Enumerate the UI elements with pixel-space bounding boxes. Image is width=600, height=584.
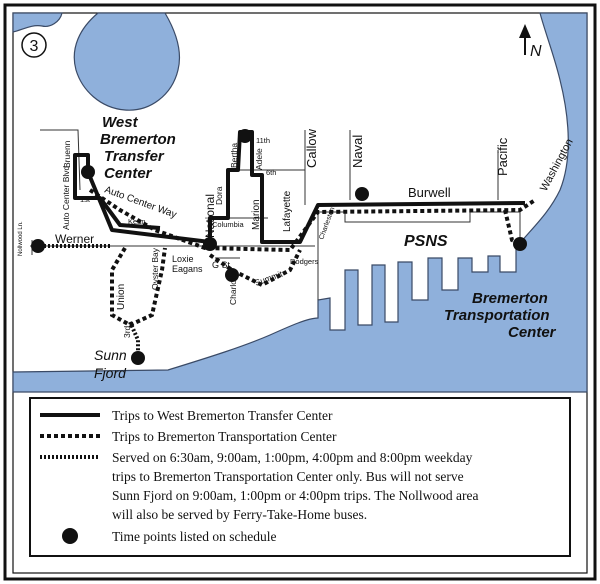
north-arrow-icon — [519, 24, 531, 55]
bruenn-street — [40, 129, 81, 191]
psns-label: PSNS — [404, 233, 448, 250]
bremerton-center-label: Bremerton Transportation Center — [444, 290, 557, 341]
north-label: N — [530, 43, 542, 60]
street-sixth: 6th — [266, 168, 276, 177]
street-bertha: Bertha — [229, 143, 239, 168]
legend-dotted-line2: trips to Bremerton Transportation Center… — [112, 469, 464, 484]
legend-dotted-line3: Sunn Fjord on 9:00am, 1:00pm or 4:00pm t… — [112, 488, 478, 503]
time-points — [31, 129, 527, 365]
bremerton-center-line3: Center — [508, 324, 557, 341]
street-nollwood: Nollwood Ln. — [18, 221, 24, 256]
route-number: 3 — [30, 38, 39, 55]
northwest-corner-water — [12, 12, 63, 33]
legend-dot-swatch — [62, 528, 78, 544]
street-bruenn: Bruenn — [62, 140, 72, 168]
street-naval: Naval — [350, 135, 365, 168]
west-center-line2: Bremerton — [100, 131, 176, 148]
street-first: 1st — [80, 195, 91, 204]
legend-box — [29, 397, 571, 557]
sinclair-inlet — [12, 12, 588, 393]
street-loxie: Loxie — [172, 254, 194, 264]
street-oyster-bay: Oyster Bay — [150, 247, 160, 290]
legend-dotted-line4: will also be served by Ferry-Take-Home b… — [112, 507, 367, 522]
west-center-line3: Transfer — [104, 148, 165, 165]
street-labels: Burwell Werner — [55, 185, 451, 246]
sunn-fjord-line1: Sunn — [94, 347, 127, 363]
street-auto-center-blvd: Auto Center Blvd — [61, 165, 71, 230]
street-columbia: Columbia — [212, 220, 245, 229]
solid-route-main — [208, 130, 526, 244]
timepoint-sunn-fjord — [131, 351, 145, 365]
street-werner: Werner — [55, 232, 94, 246]
street-third: 3rd — [122, 325, 132, 338]
street-dora: Dora — [214, 186, 224, 205]
street-callow: Callow — [304, 128, 319, 168]
timepoint-national — [203, 237, 217, 251]
dashed-route-summit — [208, 249, 302, 288]
sunn-fjord-line2: Fjord — [94, 365, 127, 381]
bremerton-center-line1: Bremerton — [472, 290, 548, 307]
street-pacific: Pacific — [495, 137, 510, 176]
street-marion: Marion — [251, 199, 262, 230]
timepoint-naval — [355, 187, 369, 201]
street-adele: Adele — [254, 148, 264, 170]
dashed-route-main — [88, 188, 537, 253]
street-kean: Kean — [128, 217, 146, 226]
street-union: Union — [116, 284, 127, 310]
route-number-badge — [21, 32, 47, 58]
sunn-fjord-label: Sunn Fjord — [94, 347, 127, 381]
northwest-bay — [73, 12, 181, 111]
timepoint-west-bremerton — [81, 165, 95, 179]
street-lafayette: Lafayette — [282, 190, 293, 232]
legend-dotted-line1: Served on 6:30am, 9:00am, 1:00pm, 4:00pm… — [112, 450, 473, 465]
street-charlotte: Charlotte — [228, 270, 238, 305]
street-rodgers: Rodgers — [290, 257, 319, 266]
street-eagans: Eagans — [172, 264, 203, 274]
bremerton-center-line2: Transportation — [444, 307, 550, 324]
street-g-st: G St. — [212, 260, 233, 270]
legend-dashed-text: Trips to Bremerton Transportation Center — [112, 429, 337, 444]
street-national: National — [203, 194, 217, 238]
west-center-line4: Center — [104, 165, 153, 182]
solid-route-west-loop — [73, 153, 161, 230]
timepoint-bremerton-transportation — [513, 237, 527, 251]
dashed-route-union-loop — [110, 246, 167, 328]
timepoint-charlotte — [225, 268, 239, 282]
west-center-line1: West — [102, 114, 139, 131]
timepoint-nollwood — [31, 239, 45, 253]
small-street-labels: 1st Kean 11th 6th Columbia Rodgers Loxie… — [80, 136, 319, 274]
legend-solid-text: Trips to West Bremerton Transfer Center — [112, 408, 333, 423]
street-eleventh: 11th — [256, 136, 270, 145]
street-burwell: Burwell — [408, 185, 451, 200]
water-areas — [12, 12, 588, 393]
west-center-label: West Bremerton Transfer Center — [100, 114, 176, 182]
legend-dot-text: Time points listed on schedule — [112, 529, 277, 544]
timepoint-bertha-11th — [238, 129, 252, 143]
